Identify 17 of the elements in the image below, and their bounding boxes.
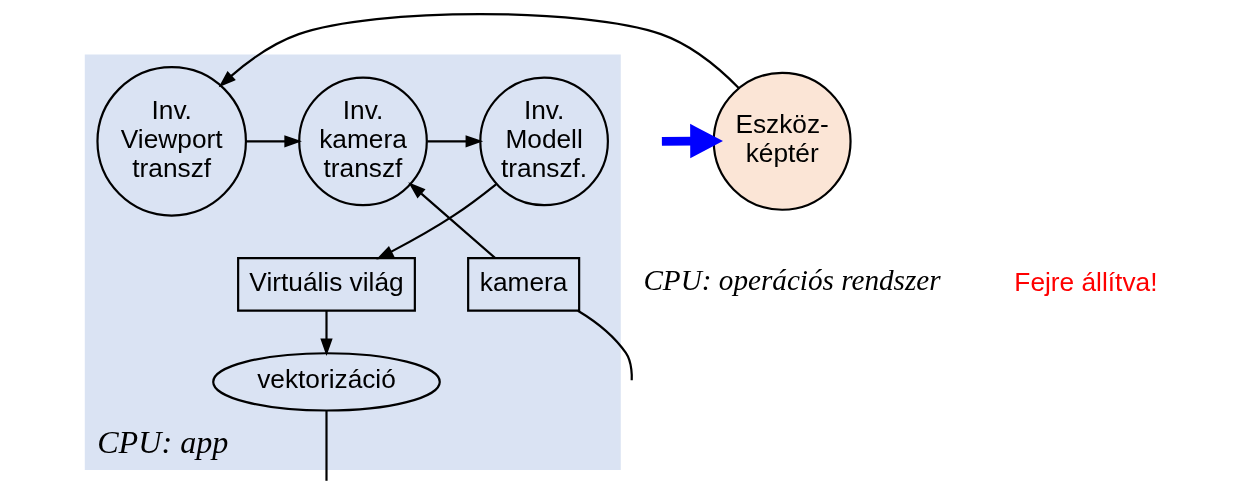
node-ellipse: vektorizáció	[211, 352, 441, 412]
node-circle: Eszköz- képtér	[712, 71, 852, 211]
arrow	[319, 310, 333, 357]
label: CPU: operációs rendszer	[642, 264, 941, 297]
node-box: kamera	[466, 256, 580, 312]
arrow	[245, 135, 302, 148]
connector	[576, 309, 633, 381]
arrow	[426, 135, 483, 148]
label: Fejre állítva!	[1013, 266, 1157, 297]
node-box: Virtuális világ	[236, 256, 416, 312]
arrow	[375, 183, 497, 260]
node-circle: Inv. Modell transzf.	[478, 76, 609, 207]
arrow	[218, 12, 740, 89]
node-circle: Inv. Viewport transzf	[95, 66, 247, 217]
arrow	[661, 123, 723, 159]
arrow	[407, 182, 496, 259]
connector	[324, 411, 328, 481]
